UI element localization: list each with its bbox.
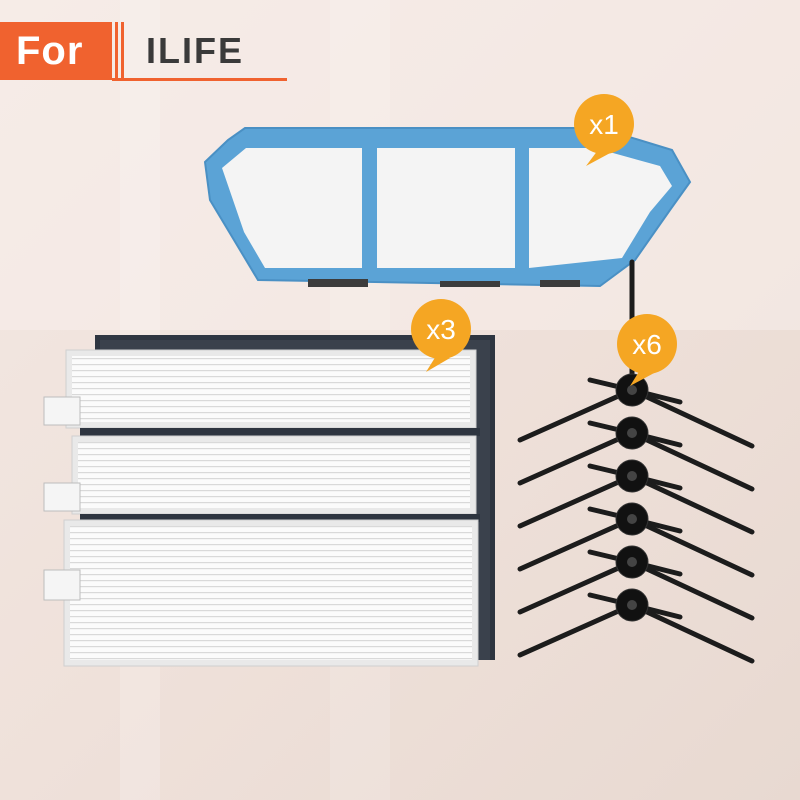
primary-filter	[203, 127, 692, 288]
header-prefix: For	[0, 22, 112, 80]
brush-arm	[629, 602, 755, 664]
brush-hub-center	[627, 428, 637, 438]
hepa-filter	[43, 519, 479, 667]
brush-arm	[629, 516, 755, 578]
side-brush	[517, 502, 755, 578]
side-brush	[517, 459, 755, 535]
quantity-badge-primary-filter: x1	[574, 94, 634, 166]
brush-hub-center	[627, 514, 637, 524]
svg-text:x6: x6	[632, 329, 662, 360]
quantity-badge-side-brushes: x6	[617, 314, 677, 386]
hepa-filter	[43, 435, 477, 515]
brush-arm	[629, 473, 755, 535]
header-divider	[112, 22, 126, 80]
header-underline	[112, 78, 287, 81]
brush-arm	[517, 473, 635, 529]
hepa-filter	[43, 349, 477, 429]
side-brush	[517, 588, 755, 664]
brand-name: ILIFE	[146, 30, 244, 71]
side-brush	[517, 373, 755, 449]
svg-text:x3: x3	[426, 314, 456, 345]
brush-arm	[629, 559, 755, 621]
hepa-filter-stack	[43, 335, 495, 667]
brush-arm	[517, 516, 635, 572]
quantity-badge-hepa-filters: x3	[411, 299, 471, 372]
brush-arm	[629, 430, 755, 492]
brush-hub-center	[627, 600, 637, 610]
side-brush	[517, 545, 755, 621]
side-brush	[517, 416, 755, 492]
brush-arm	[517, 387, 635, 443]
brush-arm	[629, 387, 755, 449]
brush-hub-center	[627, 385, 637, 395]
brush-arm	[517, 559, 635, 615]
brush-arm	[517, 430, 635, 486]
brush-hub-center	[627, 471, 637, 481]
svg-text:x1: x1	[589, 109, 619, 140]
brush-hub-center	[627, 557, 637, 567]
brush-arm	[517, 602, 635, 658]
side-brush-stack	[517, 259, 755, 664]
